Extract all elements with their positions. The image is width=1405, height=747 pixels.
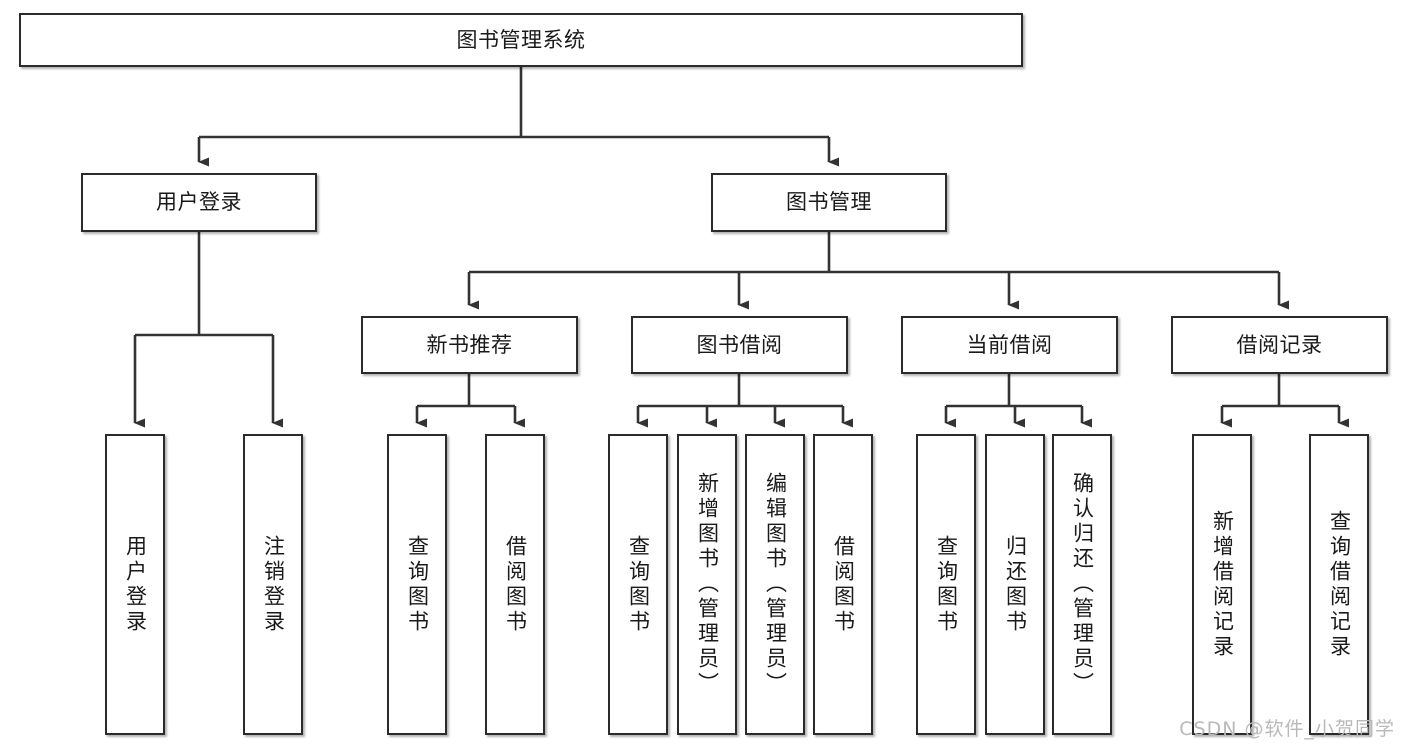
node-user-login[interactable]: 用户登录 <box>81 173 317 232</box>
node-leaf-logout-label: 注销登录 <box>261 534 286 635</box>
node-current-borrow-label: 当前借阅 <box>966 332 1053 357</box>
node-leaf-query-book-3[interactable]: 查询图书 <box>916 434 976 735</box>
node-leaf-edit-book[interactable]: 编辑图书（管理员） <box>745 434 805 735</box>
node-current-borrow[interactable]: 当前借阅 <box>901 316 1118 374</box>
node-leaf-add-book[interactable]: 新增图书（管理员） <box>677 434 737 735</box>
node-book-borrow[interactable]: 图书借阅 <box>631 316 848 374</box>
node-leaf-return-book[interactable]: 归还图书 <box>985 434 1045 735</box>
node-leaf-borrow-book-1[interactable]: 借阅图书 <box>485 434 545 735</box>
node-leaf-query-book-2-label: 查询图书 <box>626 534 651 635</box>
node-leaf-borrow-book-2-label: 借阅图书 <box>831 534 856 635</box>
node-user-login-label: 用户登录 <box>156 190 242 215</box>
watermark-text: CSDN @软件_小贺同学 <box>1179 718 1395 740</box>
node-leaf-user-login[interactable]: 用户登录 <box>105 434 165 735</box>
node-book-borrow-label: 图书借阅 <box>696 332 783 357</box>
node-borrow-record[interactable]: 借阅记录 <box>1171 316 1388 374</box>
node-root[interactable]: 图书管理系统 <box>19 13 1023 67</box>
node-book-manage-label: 图书管理 <box>786 190 872 215</box>
node-root-label: 图书管理系统 <box>456 27 586 52</box>
node-leaf-return-book-label: 归还图书 <box>1003 534 1028 635</box>
node-leaf-query-book-2[interactable]: 查询图书 <box>608 434 668 735</box>
node-leaf-confirm-return-label: 确认归还（管理员） <box>1070 472 1095 697</box>
node-leaf-user-login-label: 用户登录 <box>123 534 148 635</box>
node-leaf-borrow-book-1-label: 借阅图书 <box>503 534 528 635</box>
node-leaf-borrow-book-2[interactable]: 借阅图书 <box>813 434 873 735</box>
node-leaf-logout[interactable]: 注销登录 <box>243 434 303 735</box>
node-leaf-add-book-label: 新增图书（管理员） <box>695 472 720 697</box>
node-new-book-rec[interactable]: 新书推荐 <box>361 316 578 374</box>
node-leaf-query-record[interactable]: 查询借阅记录 <box>1309 434 1369 735</box>
node-book-manage[interactable]: 图书管理 <box>711 173 947 232</box>
node-leaf-query-record-label: 查询借阅记录 <box>1327 509 1352 660</box>
node-leaf-query-book-1[interactable]: 查询图书 <box>387 434 447 735</box>
node-leaf-query-book-3-label: 查询图书 <box>934 534 959 635</box>
node-leaf-add-record[interactable]: 新增借阅记录 <box>1192 434 1252 735</box>
node-leaf-confirm-return[interactable]: 确认归还（管理员） <box>1052 434 1112 735</box>
node-leaf-query-book-1-label: 查询图书 <box>405 534 430 635</box>
node-new-book-rec-label: 新书推荐 <box>426 332 513 357</box>
node-leaf-edit-book-label: 编辑图书（管理员） <box>763 472 788 697</box>
node-borrow-record-label: 借阅记录 <box>1236 332 1323 357</box>
node-leaf-add-record-label: 新增借阅记录 <box>1210 509 1235 660</box>
